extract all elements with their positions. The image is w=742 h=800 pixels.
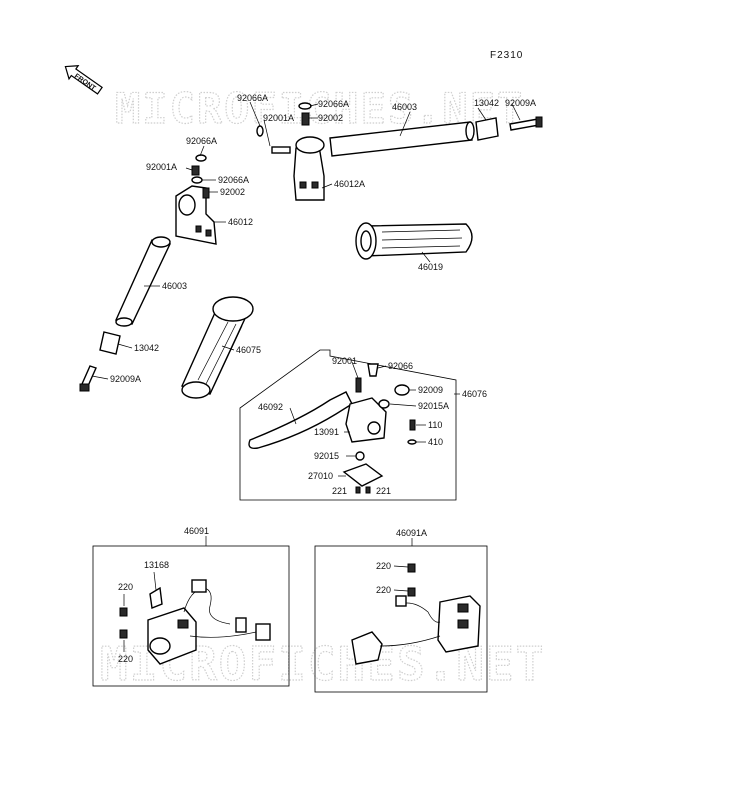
lever-assembly-box [239,349,457,501]
label-220a: 220 [118,582,133,592]
grip-left [181,296,254,399]
label-92001: 92001 [332,356,357,366]
label-92009A-left: 92009A [110,374,141,384]
label-92009A-top: 92009A [505,98,536,108]
label-221a: 221 [332,486,347,496]
figure-code: F2310 [490,50,523,61]
front-arrow-icon: FRONT [64,65,103,95]
lever-assembly [248,363,417,494]
label-13042-top: 13042 [474,98,499,108]
label-92001A-top: 92001A [263,113,294,123]
grip-right [355,222,473,260]
label-46075: 46075 [236,345,261,355]
label-220d: 220 [376,585,391,595]
handlebar-left-assembly [79,154,217,392]
label-92002-top: 92002 [318,113,343,123]
right-switch-assembly [351,563,481,665]
leader-lines [91,101,521,652]
label-220c: 220 [376,561,391,571]
label-92066A-top: 92066A [237,93,268,103]
handlebar-right-assembly [256,102,543,201]
label-46012A: 46012A [334,179,365,189]
label-46092: 46092 [258,402,283,412]
label-92066A-top2: 92066A [318,99,349,109]
label-220b: 220 [118,654,133,664]
label-92002-left: 92002 [220,187,245,197]
label-110: 110 [428,420,442,430]
label-410: 410 [428,437,443,447]
label-46019: 46019 [418,262,443,272]
label-92015A: 92015A [418,401,449,411]
label-27010: 27010 [308,471,333,481]
label-46091: 46091 [184,526,209,536]
left-switch-assembly [119,579,271,665]
left-switch-box [92,545,290,687]
label-46076: 46076 [462,389,487,399]
label-46091A: 46091A [396,528,427,538]
label-92001A-left: 92001A [146,162,177,172]
label-13042-left: 13042 [134,343,159,353]
label-13168: 13168 [144,560,169,570]
label-46003-left: 46003 [162,281,187,291]
label-92066A-left: 92066A [186,136,217,146]
label-92066: 92066 [388,361,413,371]
label-92015: 92015 [314,451,339,461]
label-221b: 221 [376,486,391,496]
label-92009: 92009 [418,385,443,395]
label-92066A-left2: 92066A [218,175,249,185]
label-13091: 13091 [314,427,339,437]
label-46003-top: 46003 [392,102,417,112]
right-switch-box [314,545,488,693]
label-46012: 46012 [228,217,253,227]
